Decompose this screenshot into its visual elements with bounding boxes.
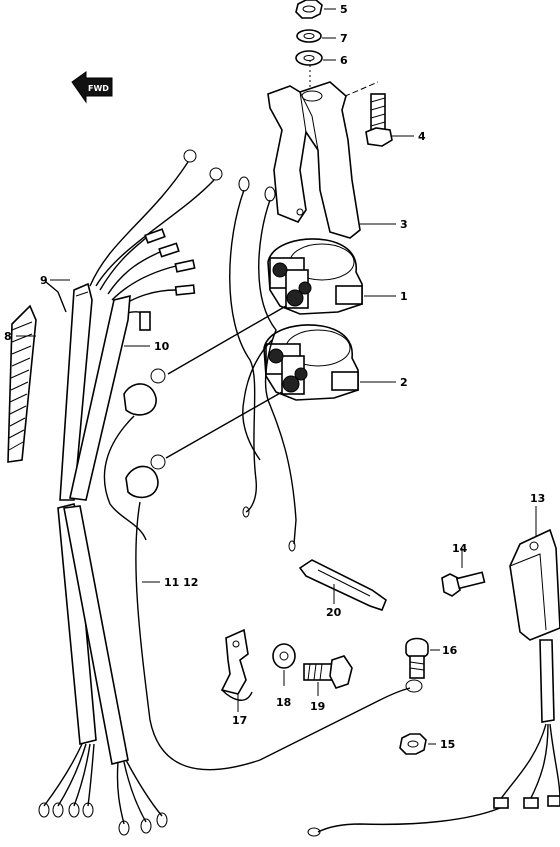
callout-19: 19 [310, 700, 325, 713]
control-unit-13 [509, 528, 560, 641]
relay-bracket-3 [267, 81, 361, 239]
bracket-17 [220, 628, 253, 701]
callout-6: 6 [340, 54, 348, 67]
spring-washer-7 [296, 29, 322, 43]
bolt-19 [303, 655, 353, 689]
relay-wire-leads [229, 176, 297, 552]
callout-1: 1 [400, 290, 408, 303]
wiring-harness-10 [63, 294, 131, 765]
callout-3: 3 [400, 218, 408, 231]
bolt-14 [441, 571, 486, 597]
starter-relay-1 [267, 238, 363, 315]
bolt-16 [405, 637, 429, 679]
hex-nut-5 [295, 0, 323, 19]
hex-nut-15 [399, 733, 427, 755]
callout-2: 2 [400, 376, 408, 389]
washer-18 [272, 643, 296, 669]
bolt-4 [365, 93, 393, 147]
callout-4: 4 [418, 130, 426, 143]
harness-terminals [38, 743, 168, 836]
control-unit-lead [307, 639, 560, 837]
callout-16: 16 [442, 644, 458, 657]
fwd-arrow-icon: FWD [71, 71, 113, 104]
callout-14: 14 [452, 542, 468, 555]
svg-text:FWD: FWD [88, 84, 109, 93]
starter-relay-2 [263, 324, 359, 401]
clamp-20 [298, 559, 387, 611]
callout-10: 10 [154, 340, 170, 353]
callout-20: 20 [326, 606, 342, 619]
callout-13: 13 [530, 492, 545, 505]
callout-7: 7 [340, 32, 348, 45]
callout-8: 8 [4, 330, 12, 343]
callout-17: 17 [232, 714, 247, 727]
callout-5: 5 [340, 3, 348, 16]
connector-bundle [89, 149, 223, 331]
lead-wire-11-12 [103, 305, 423, 771]
callout-11-12: 11 12 [164, 576, 198, 589]
spiral-tube-8 [7, 304, 37, 463]
callout-9: 9 [40, 274, 48, 287]
flat-washer-6 [295, 50, 323, 66]
callout-18: 18 [276, 696, 291, 709]
callout-15: 15 [440, 738, 455, 751]
